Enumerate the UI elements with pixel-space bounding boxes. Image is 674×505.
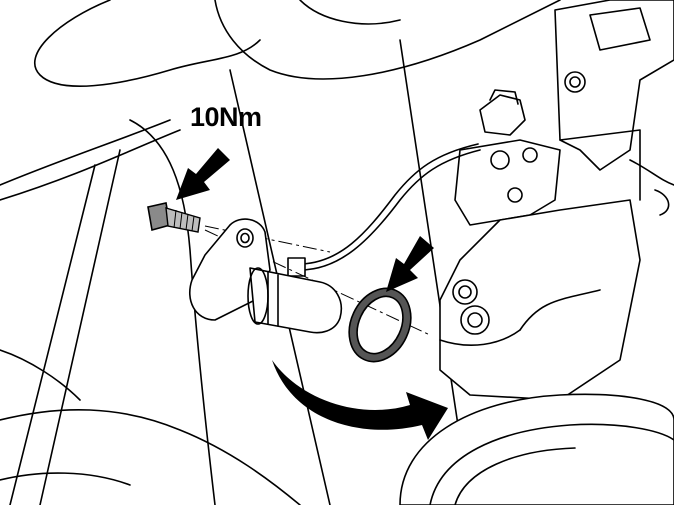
rotation-arrow-icon [272, 360, 448, 440]
seal-ring [348, 287, 412, 363]
sensor-cable [287, 143, 481, 277]
torque-label: 10Nm [190, 102, 262, 132]
pulley [399, 393, 674, 505]
bolt [147, 202, 201, 233]
arrow-icon [386, 236, 434, 292]
arrow-icon [176, 148, 230, 200]
engine-block [439, 0, 674, 401]
bolt-axis [204, 225, 331, 253]
alignment-axis [204, 229, 431, 336]
crankshaft-sensor [189, 218, 342, 334]
